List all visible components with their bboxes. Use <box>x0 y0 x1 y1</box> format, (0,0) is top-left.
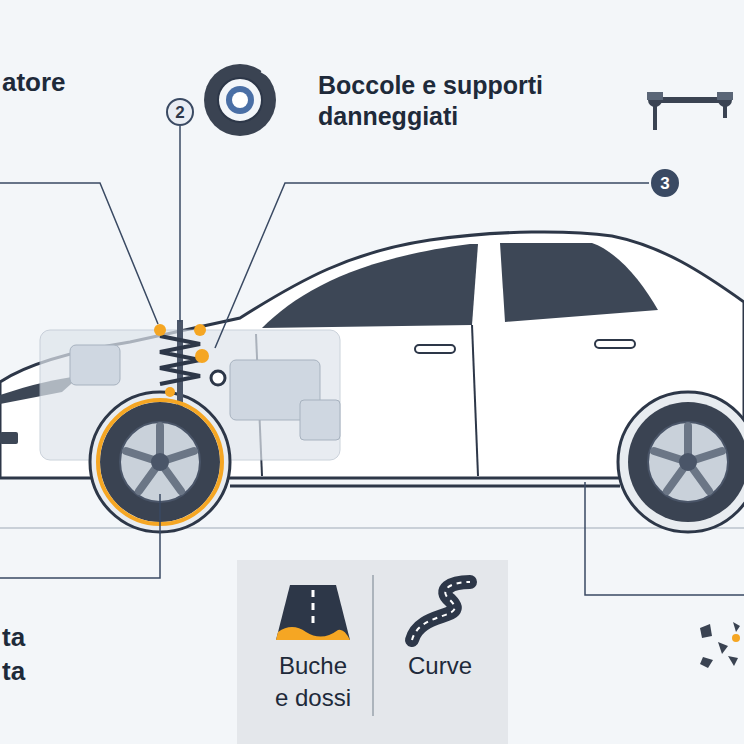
shock-absorber-part <box>160 336 200 384</box>
rear-wheel <box>628 402 744 522</box>
wheel-arches-part <box>618 392 744 532</box>
debris-icon-part <box>732 634 740 642</box>
car-body-part <box>262 244 478 328</box>
bushing-icon-part <box>218 78 262 122</box>
leader-lines-part <box>0 183 158 324</box>
leader-lines-part <box>585 482 744 595</box>
callout-number: 3 <box>651 169 679 197</box>
callout-number: 3 <box>660 175 669 192</box>
rear-wheel-part <box>628 402 744 522</box>
leader-lines <box>0 126 744 595</box>
car-body-part <box>595 340 635 348</box>
front-wheel-part <box>151 453 169 471</box>
conditions-panel <box>237 560 508 744</box>
debris-icon-part <box>700 624 712 638</box>
shock-absorber-part <box>195 349 209 363</box>
bushing-icon-part <box>232 92 248 108</box>
bushing-icon-part <box>262 70 272 76</box>
panel-caption: Buche e dossi <box>271 650 355 714</box>
bushing-icon-part <box>226 86 254 114</box>
car-body-part <box>230 485 620 488</box>
part-name: Boccole e supporti danneggiati <box>318 70 598 133</box>
conditions-panel-part <box>372 575 374 716</box>
debris-icon-part <box>728 656 738 666</box>
conditions-panel-part <box>412 582 470 640</box>
shock-absorber-part <box>194 324 206 336</box>
rear-wheel-part <box>648 422 728 502</box>
rear-wheel-part <box>679 453 697 471</box>
conditions-panel-part <box>276 585 350 640</box>
conditions-panel-part <box>237 560 508 744</box>
ground-line <box>0 527 744 529</box>
front-wheel-part <box>126 426 194 491</box>
rear-wheel-part <box>654 426 722 491</box>
shock-absorber-part <box>154 324 166 336</box>
engine-bay-part <box>300 400 340 440</box>
front-wheel-part <box>120 422 200 502</box>
sway-bar-link-icon <box>647 92 733 130</box>
sway-bar-link-icon-part <box>723 100 727 118</box>
conditions-panel: Buche e dossi Curve <box>237 560 508 744</box>
callout-number: 2 <box>175 104 184 121</box>
sway-bar-link-icon-part <box>655 97 725 103</box>
conditions-panel-part <box>312 590 315 625</box>
sway-bar-link-icon-part <box>717 92 733 100</box>
conditions-panel-part <box>412 582 470 640</box>
leader-lines-part <box>0 494 160 578</box>
debris-icon <box>700 622 740 668</box>
car-body-part <box>472 325 478 476</box>
car-body-part <box>415 345 455 353</box>
debris-icon-part <box>733 622 740 632</box>
car-body-part <box>0 432 18 444</box>
part-name: atore <box>2 66 66 99</box>
leader-lines-part <box>179 126 181 322</box>
conditions-panel-part <box>276 627 350 640</box>
debris-icon-part <box>718 642 728 654</box>
wheel-arches <box>90 392 744 532</box>
shock-absorber-part <box>165 387 175 397</box>
car-body-part <box>500 243 658 322</box>
panel-caption: Curve <box>380 650 500 682</box>
leader-lines-part <box>215 183 649 348</box>
bushing-icon-part <box>204 64 276 136</box>
debris-icon-part <box>700 657 713 668</box>
callout-number: 2 <box>166 98 194 126</box>
bushing-icon <box>204 64 276 136</box>
part-name: ta <box>2 621 25 654</box>
shock-absorber-part <box>211 371 225 385</box>
engine-bay-part <box>70 345 120 385</box>
sway-bar-link-icon-part <box>647 92 663 100</box>
part-name: ta <box>2 655 25 688</box>
sway-bar-link-icon-part <box>653 100 657 130</box>
